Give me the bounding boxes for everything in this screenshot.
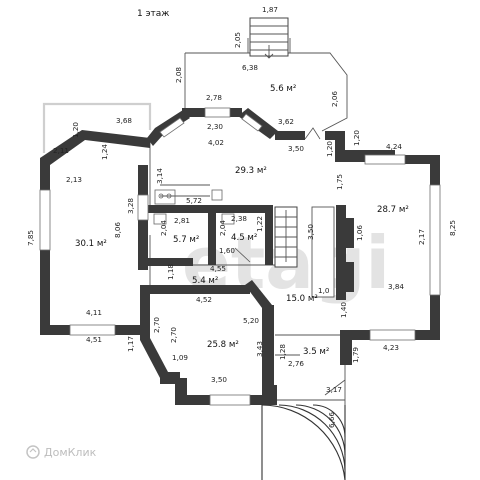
dim: 1,0 [318,286,330,295]
dim: 4,55 [210,264,226,273]
logo-text: ДомКлик [44,446,97,459]
dim: 1,24 [100,144,109,160]
dim: 3,50 [211,375,227,384]
old-outline [42,102,152,153]
area-room-bottom: 25.8 м² [207,340,239,350]
dim: 2,17 [417,229,426,245]
dim: 2,04 [159,220,168,236]
dim: 3,62 [278,117,294,126]
dim: 2,11 [53,146,69,155]
dim: 3,68 [116,116,132,125]
dimension-labels: 1,87 2,05 6,38 2,08 2,78 2,06 3,68 2,30 … [26,5,457,428]
dim: 1,18 [166,264,175,280]
dim: 3,50 [288,144,304,153]
area-labels: 5.6 м² 29.3 м² 28.7 м² 30.1 м² 5.7 м² 4.… [75,84,409,357]
dim: 3,84 [388,282,404,291]
area-corridor: 5.4 м² [192,276,218,286]
logo-icon [26,445,40,459]
dim: 2,81 [174,216,190,225]
dim: 1,22 [255,216,264,232]
dim: 2,70 [169,327,178,343]
dim: 3,50 [306,224,315,240]
domclick-logo: ДомКлик [26,445,97,459]
dim: 2,78 [206,93,222,102]
door-marks [234,127,321,263]
area-vestibule: 3.5 м² [303,347,329,357]
area-porch-top: 5.6 м² [270,84,296,94]
dim: 2,76 [288,359,304,368]
dim: 5,72 [186,196,202,205]
dim: 1,17 [126,336,135,352]
area-bath-a: 5.7 м² [173,235,199,245]
dim: 3,17 [326,385,342,394]
dim: 1,20 [71,122,80,138]
dim: 1,75 [335,174,344,190]
dim: 3,43 [255,341,264,357]
area-living-right: 28.7 м² [377,205,409,215]
dim: 1,09 [172,353,188,362]
dim: 3,14 [155,168,164,184]
dim: 1,28 [278,344,287,360]
windows [39,107,441,406]
dim: 1,87 [262,5,278,14]
dim: 1,06 [355,225,364,241]
dim: 2,04 [218,220,227,236]
floor-title: 1 этаж [137,9,169,19]
dim: 6,66 [327,412,336,428]
dim: 4,52 [196,295,212,304]
dim: 1,60 [219,246,235,255]
area-bath-b: 4.5 м² [231,233,257,243]
dim: 4,11 [86,308,102,317]
dim: 8,25 [448,220,457,236]
dim: 8,06 [113,222,122,238]
area-room-left: 30.1 м² [75,239,107,249]
dim: 2,70 [152,317,161,333]
dim: 4,24 [386,142,402,151]
dim: 1,40 [339,302,348,318]
fixtures [153,189,235,225]
dim: 1,20 [352,130,361,146]
dim: 1,79 [351,347,360,363]
dim: 1,20 [325,141,334,157]
area-stair-hall: 15.0 м² [286,294,318,304]
dim: 6,38 [242,63,258,72]
dim: 4,51 [86,335,102,344]
dim: 4,23 [383,343,399,352]
dim: 2,38 [231,214,247,223]
dim: 2,13 [66,175,82,184]
dim: 2,08 [174,67,183,83]
entrance-steps [261,404,346,480]
stairs [249,17,335,298]
dim: 3,28 [126,198,135,214]
dim: 7,85 [26,230,35,246]
dim: 5,20 [243,316,259,325]
dim: 2,06 [330,91,339,107]
area-hall: 29.3 м² [235,166,267,176]
dim: 2,30 [207,122,223,131]
dim: 2,05 [233,32,242,48]
dim: 4,02 [208,138,224,147]
